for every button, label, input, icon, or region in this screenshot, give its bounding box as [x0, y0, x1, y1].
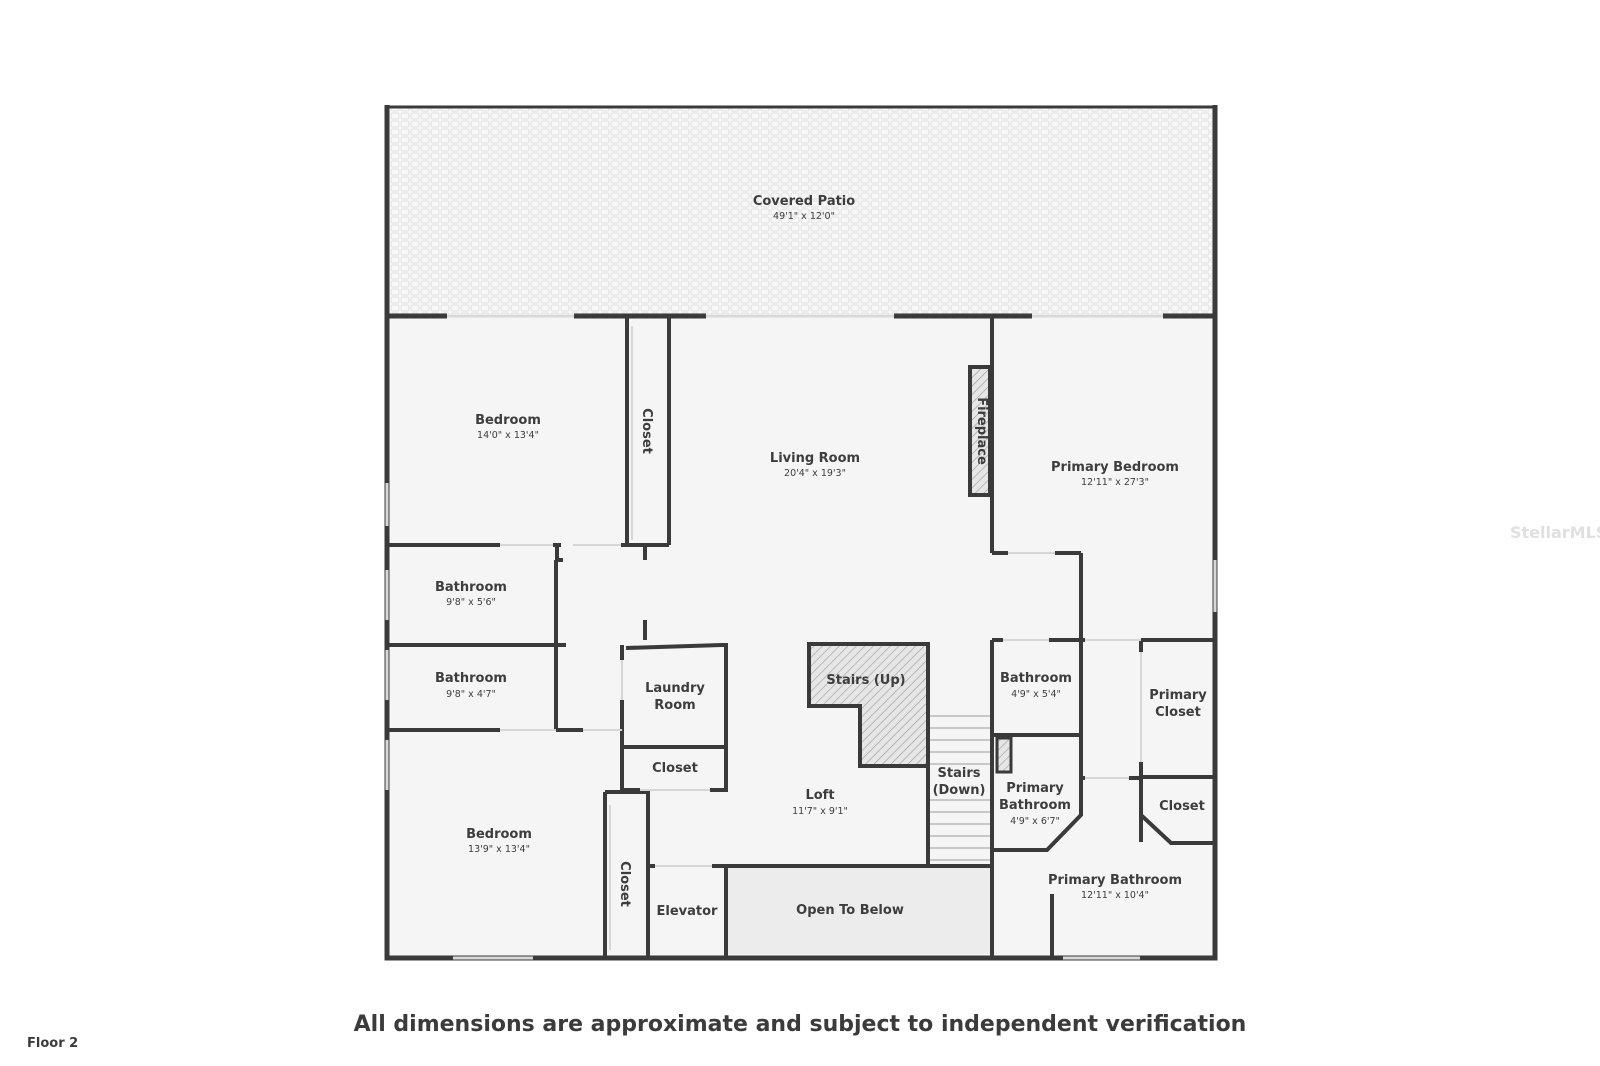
- stairs-down-label-2: (Down): [933, 783, 986, 798]
- primary-bathroom-label: Primary Bathroom: [1048, 873, 1182, 888]
- bathroom-1-dim: 9'8" x 5'6": [446, 597, 496, 608]
- laundry-label-1: Laundry: [645, 681, 705, 696]
- floor-label: Floor 2: [27, 1036, 79, 1051]
- primary-bath-small-dim: 4'9" x 6'7": [1010, 816, 1060, 827]
- outer-walls: [384, 313, 1218, 961]
- bedroom-top-label: Bedroom: [475, 413, 541, 428]
- primary-bedroom-dim: 12'11" x 27'3": [1081, 477, 1149, 488]
- primary-closet-label-2: Closet: [1155, 705, 1201, 720]
- covered-patio-label: Covered Patio: [753, 194, 855, 209]
- closet-right-label: Closet: [1159, 799, 1205, 814]
- living-room-dim: 20'4" x 19'3": [784, 468, 846, 479]
- primary-bath-small-label-1: Primary: [1006, 781, 1064, 796]
- stairs-down-label-1: Stairs: [938, 766, 981, 781]
- bathroom-1-label: Bathroom: [435, 580, 507, 595]
- bathroom-2-dim: 9'8" x 4'7": [446, 689, 496, 700]
- stairs-up-block: [807, 642, 930, 768]
- primary-closet-label-1: Primary: [1149, 688, 1207, 703]
- covered-patio-area: [385, 107, 1217, 314]
- door-openings: [500, 326, 1142, 950]
- stairs-down-treads: [930, 715, 990, 861]
- elevator-label: Elevator: [657, 904, 719, 919]
- primary-bathroom-dim: 12'11" x 10'4": [1081, 890, 1149, 901]
- loft-dim: 11'7" x 9'1": [792, 806, 848, 817]
- bathroom-3-label: Bathroom: [1000, 671, 1072, 686]
- fireplace-hearth: [968, 365, 992, 497]
- primary-bedroom-label: Primary Bedroom: [1051, 460, 1179, 475]
- covered-patio-dim: 49'1" x 12'0": [773, 211, 835, 222]
- stairs-up-label: Stairs (Up): [826, 673, 905, 688]
- laundry-label-2: Room: [654, 698, 695, 713]
- bathroom-2-label: Bathroom: [435, 671, 507, 686]
- closet-top-label: Closet: [639, 408, 654, 454]
- primary-bath-small-label-2: Bathroom: [999, 798, 1071, 813]
- windows: [385, 314, 1217, 960]
- stellarmls-watermark: StellarMLS: [1510, 523, 1600, 542]
- dimensions-disclaimer: All dimensions are approximate and subje…: [353, 1012, 1247, 1037]
- open-to-below-label: Open To Below: [796, 903, 904, 918]
- open-to-below-area: [726, 868, 992, 954]
- loft-label: Loft: [805, 788, 834, 803]
- fireplace-label: Fireplace: [974, 397, 989, 465]
- bedroom-bottom-label: Bedroom: [466, 827, 532, 842]
- stairs-newel: [995, 736, 1013, 774]
- interior-floor: [387, 316, 1215, 956]
- bathroom-3-dim: 4'9" x 5'4": [1011, 689, 1061, 700]
- closet-bottom-label: Closet: [617, 861, 632, 907]
- bedroom-bottom-dim: 13'9" x 13'4": [468, 844, 530, 855]
- closet-mid-label: Closet: [652, 761, 698, 776]
- living-room-label: Living Room: [770, 451, 860, 466]
- bedroom-top-dim: 14'0" x 13'4": [477, 430, 539, 441]
